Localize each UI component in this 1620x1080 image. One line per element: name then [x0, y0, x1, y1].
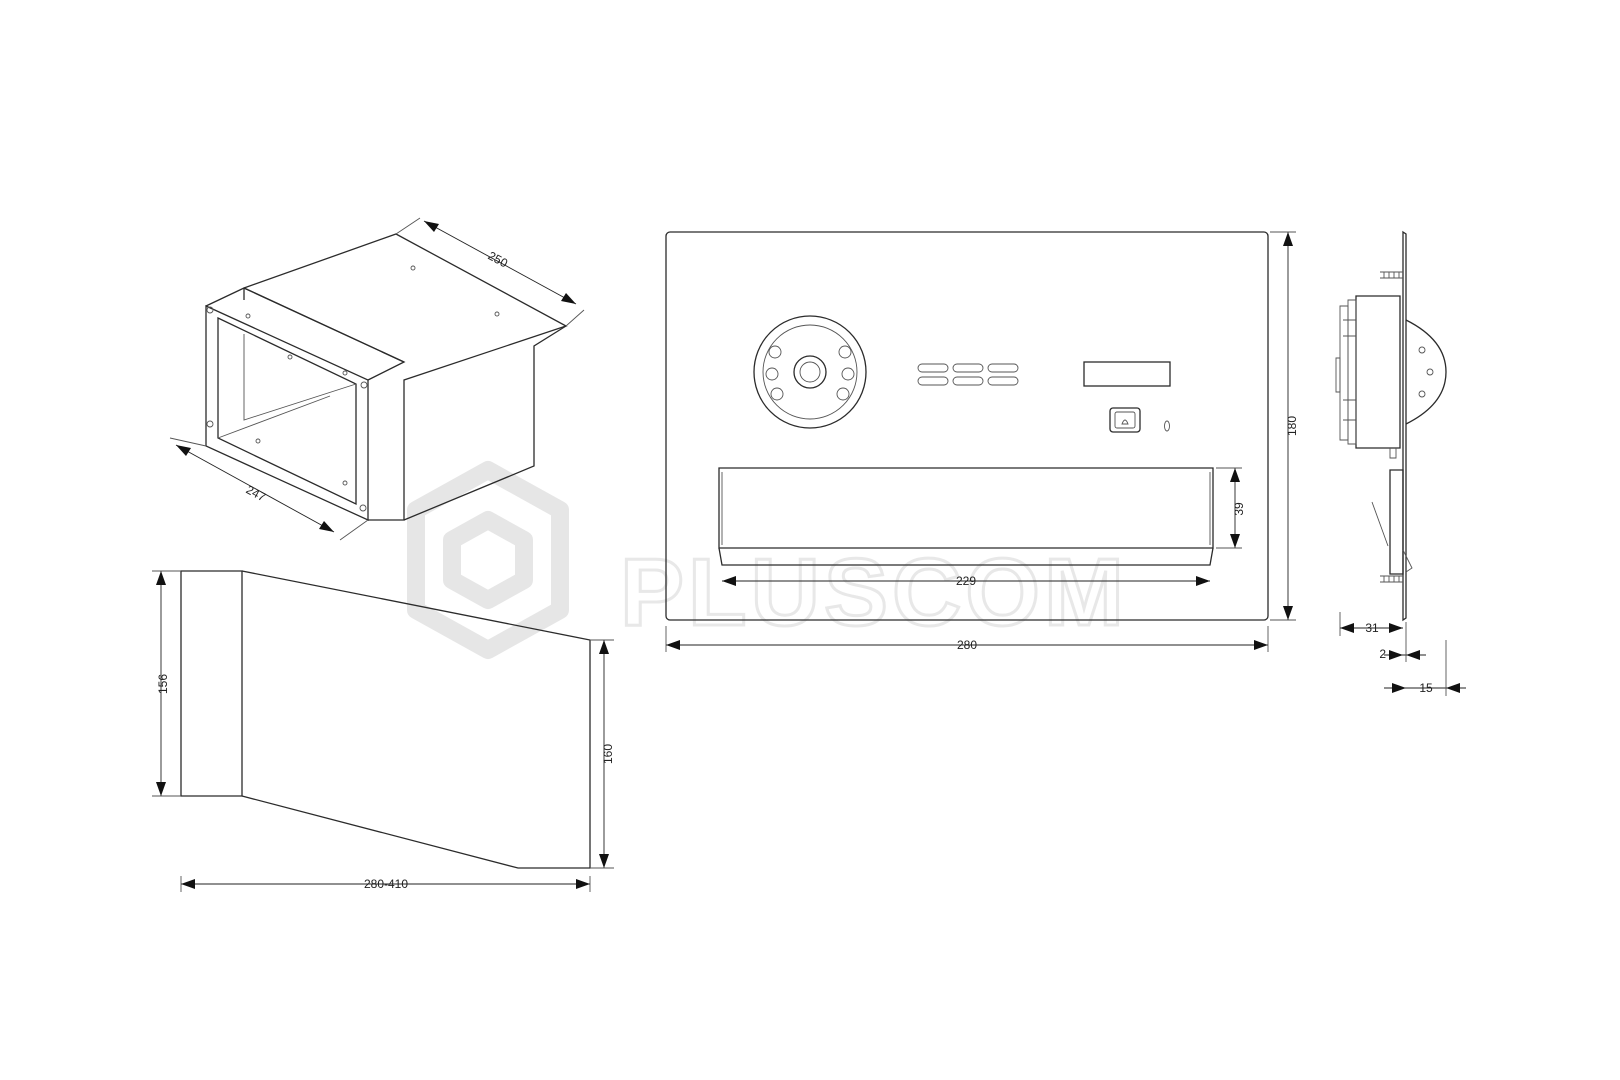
dim-side-height-left: 156 — [156, 674, 170, 694]
watermark-text: PLUSCOM — [620, 539, 1128, 646]
dim-profile-plate: 2 — [1379, 647, 1386, 661]
speaker-grille-icon — [917, 363, 1019, 386]
profile-view: 31 2 15 — [1335, 230, 1466, 696]
watermark: PLUSCOM — [407, 461, 1128, 659]
dim-profile-protrusion: 15 — [1419, 681, 1433, 695]
dim-iso-width: 247 — [244, 483, 269, 505]
camera-icon — [753, 315, 867, 429]
dim-front-height: 180 — [1285, 416, 1299, 436]
front-view: 39 229 180 280 — [665, 231, 1299, 652]
mail-slot — [718, 467, 1214, 566]
dim-profile-depth: 31 — [1365, 621, 1379, 635]
name-plate — [1083, 361, 1171, 387]
dim-front-width: 280 — [957, 638, 977, 652]
side-view: 156 160 280-410 — [152, 570, 615, 892]
dim-slot-width: 229 — [956, 574, 976, 588]
bell-button-icon — [1109, 407, 1141, 433]
dim-side-height-right: 160 — [601, 744, 615, 764]
dim-side-length: 280-410 — [364, 877, 408, 891]
led-indicator — [1164, 420, 1170, 432]
dim-slot-height: 39 — [1232, 502, 1246, 516]
watermark-logo — [407, 461, 569, 659]
dim-iso-depth: 250 — [486, 249, 511, 271]
